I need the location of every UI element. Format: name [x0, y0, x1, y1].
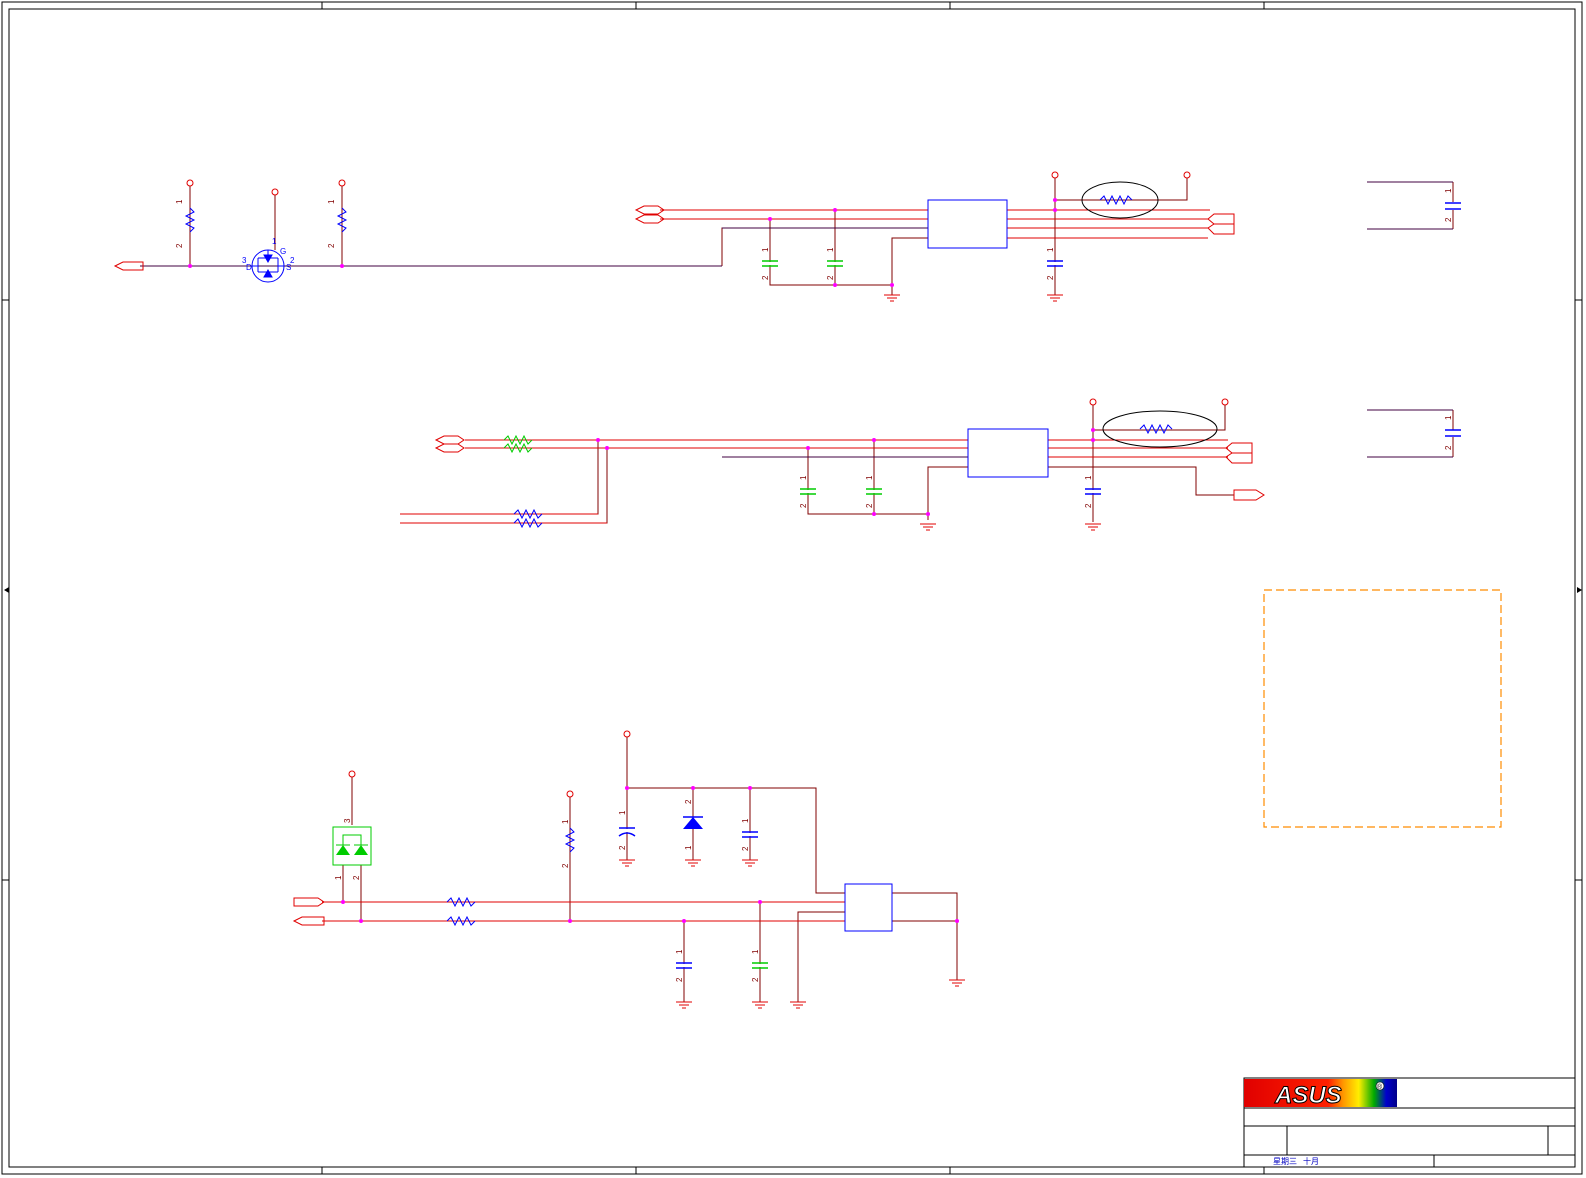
- pin-label: 1: [684, 845, 693, 850]
- pin-label: 1: [1084, 475, 1093, 480]
- pin-label: 2: [826, 275, 835, 280]
- pin-label: 1: [561, 819, 570, 824]
- resistor-section-1-left: [184, 207, 348, 233]
- section-1-power-rails: [186, 171, 1191, 196]
- section-1-ports: [113, 205, 1235, 271]
- pin-label: 1: [751, 949, 760, 954]
- highlight-ellipse-1: [1081, 181, 1159, 219]
- note-box: [1263, 589, 1502, 828]
- pin-label: 2: [1444, 217, 1453, 222]
- ic-chip-section-3: [844, 883, 893, 932]
- pin-label: 3: [343, 818, 352, 823]
- pin-label: 1: [1444, 415, 1453, 420]
- pin-label: 1: [826, 247, 835, 252]
- pin-label: 2: [751, 977, 760, 982]
- resistors-section-2: [513, 508, 543, 529]
- pin-label: 1: [675, 949, 684, 954]
- pin-label: 2: [327, 243, 336, 248]
- asus-logo: ASUS ®: [1244, 1079, 1397, 1110]
- ground-symbols-section-3: [619, 859, 965, 1009]
- diode: [683, 816, 703, 829]
- esd-diode-array: [332, 826, 372, 866]
- mosfet-pin-num: 2: [290, 256, 295, 265]
- ferrite-beads-section-2: [503, 434, 533, 454]
- resistors-section-3: [446, 827, 576, 927]
- section-3-power-rails: [348, 730, 631, 798]
- ground-symbols-section-1: [884, 294, 1063, 302]
- junctions-section-1: [188, 198, 1057, 287]
- pin-label: 2: [865, 503, 874, 508]
- pin-label: 2: [761, 275, 770, 280]
- section-2-ports: [434, 435, 1265, 501]
- section-2-dark-lines: [722, 409, 1453, 458]
- pin-label: 2: [799, 503, 808, 508]
- pin-label: 1: [761, 247, 770, 252]
- pin-label: 2: [741, 846, 750, 851]
- section-1-dark-lines: [140, 181, 1453, 267]
- pin-label: 2: [175, 243, 184, 248]
- capacitors-section-3: [676, 831, 768, 969]
- resistor-in-ellipse-1: [1099, 194, 1133, 206]
- mosfet-pin-d: D: [246, 263, 252, 272]
- title-block: [1243, 1077, 1576, 1168]
- pin-label: 2: [684, 799, 693, 804]
- mosfet-pin-s: S: [286, 263, 291, 272]
- pin-label: 1: [1046, 247, 1055, 252]
- pin-label: 1: [799, 475, 808, 480]
- section-1-wires: [140, 178, 1454, 295]
- junctions-section-2: [596, 428, 1095, 516]
- pin-label: 1: [334, 875, 343, 880]
- pin-label: 1: [175, 199, 184, 204]
- ground-symbols-section-2: [920, 523, 1101, 531]
- capacitors-section-2: [800, 429, 1461, 495]
- pin-label: 2: [675, 977, 684, 982]
- section-3-red-lines: [322, 901, 845, 922]
- mosfet-pin-num: 1: [272, 237, 277, 246]
- mosfet-pin-num: 3: [242, 256, 247, 265]
- frame-center-arrows: [4, 587, 1582, 593]
- pin-label: 1: [327, 199, 336, 204]
- resistor-in-ellipse-2: [1139, 423, 1173, 435]
- mosfet-transistor: [251, 249, 285, 283]
- polarized-capacitor: [618, 827, 636, 837]
- section-2-power-rails: [1089, 398, 1229, 406]
- pin-label: 2: [561, 863, 570, 868]
- pin-label: 2: [1444, 445, 1453, 450]
- date-day: 星期三: [1273, 1157, 1297, 1166]
- pin-label: 2: [618, 845, 627, 850]
- junctions-section-3: [341, 786, 959, 923]
- mosfet-pin-g: G: [280, 247, 286, 256]
- section-3-wires: [322, 737, 958, 1002]
- section-2-red-lines: [400, 439, 1228, 524]
- date-month: 十月: [1303, 1156, 1319, 1166]
- pin-label: 1: [865, 475, 874, 480]
- ic-chip-section-1: [927, 199, 1008, 249]
- pin-label: 2: [1046, 275, 1055, 280]
- logo-text: ASUS: [1274, 1082, 1342, 1109]
- ic-chip-section-2: [967, 428, 1049, 478]
- registered-mark: ®: [1377, 1083, 1383, 1091]
- section-3-ports: [292, 897, 325, 926]
- highlight-ellipse-2: [1102, 410, 1218, 448]
- section-1-red-lines: [660, 209, 1210, 239]
- pin-label: 1: [741, 818, 750, 823]
- pin-label: 1: [1444, 188, 1453, 193]
- pin-label: 1: [618, 810, 627, 815]
- pin-label: 2: [352, 875, 361, 880]
- capacitors-section-1: [762, 202, 1461, 267]
- section-2-wires: [400, 405, 1454, 524]
- pin-label: 2: [1084, 503, 1093, 508]
